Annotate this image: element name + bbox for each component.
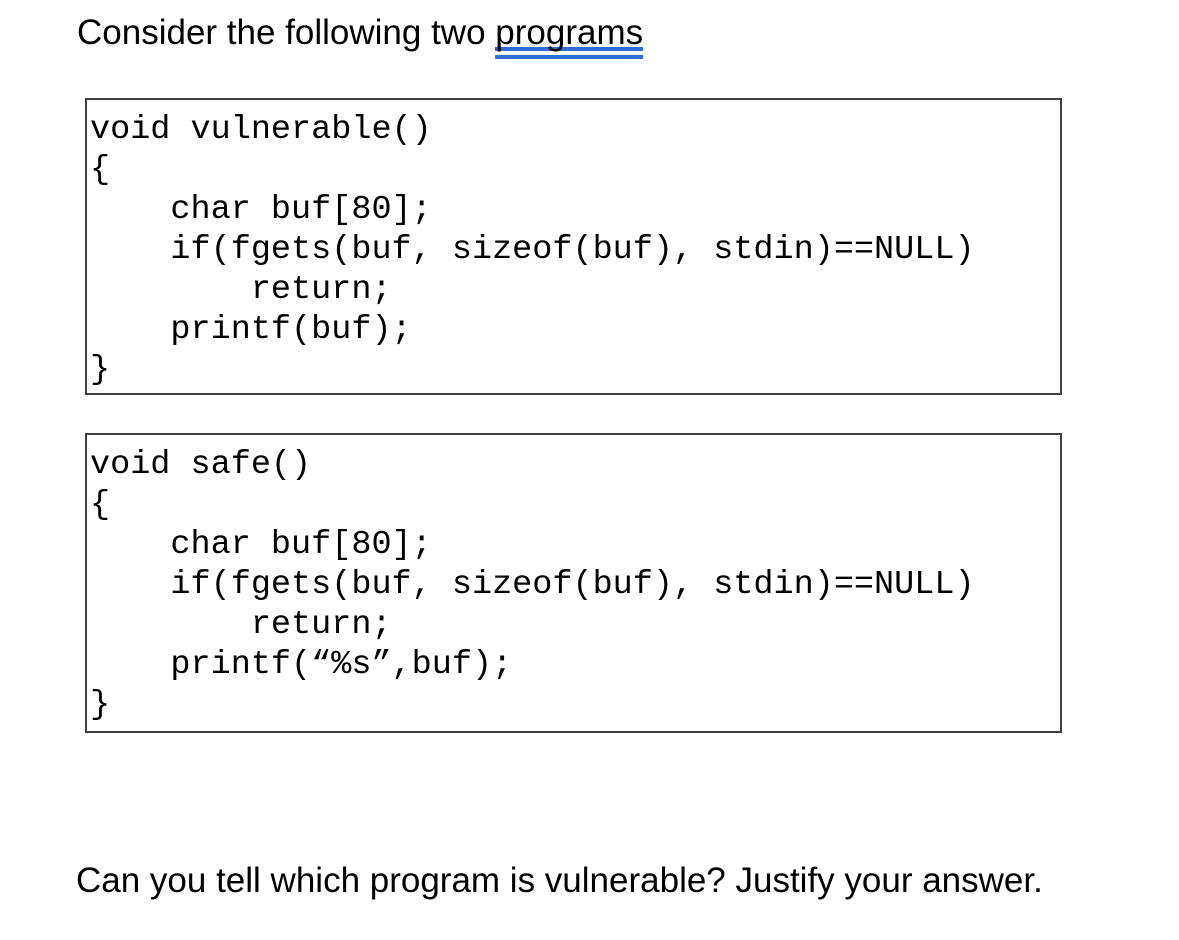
question-text: Can you tell which program is vulnerable… [76,861,1043,900]
code-box-vulnerable: void vulnerable() { char buf[80]; if(fge… [85,98,1062,395]
title-text: Consider the following two [77,13,496,52]
title-underlined-word: programs [495,13,644,59]
code-box-safe: void safe() { char buf[80]; if(fgets(buf… [85,433,1062,733]
page-title: Consider the following two programs [77,13,644,54]
